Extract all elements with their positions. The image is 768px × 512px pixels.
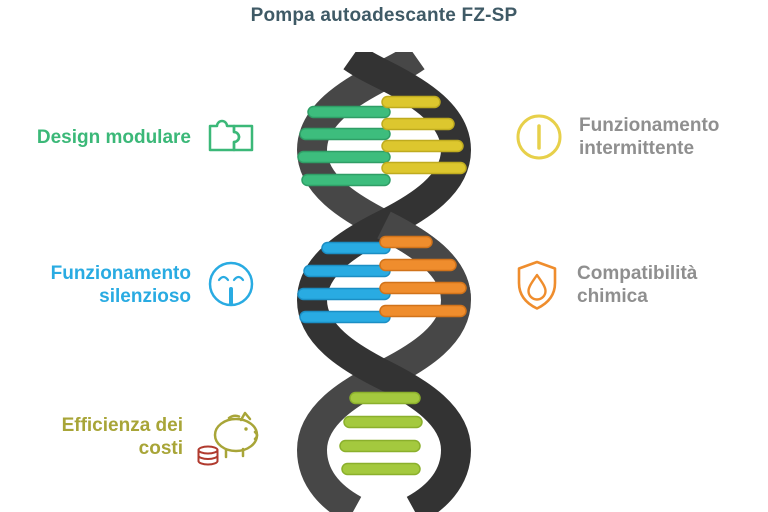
rung-group-bottom-center: [339, 391, 423, 476]
feature-funzionamento-silenzioso: Funzionamento silenzioso: [31, 251, 258, 319]
dna-helix-illustration: [296, 52, 472, 512]
piggy-bank-coins-icon: [197, 411, 259, 466]
puzzle-icon: [208, 119, 254, 152]
rung-group-top-right: [381, 95, 467, 175]
dna-strand-front: [296, 52, 472, 512]
feature-compatibilita-chimica: Compatibilità chimica: [510, 251, 727, 319]
chemical-shield-droplet-icon: [517, 260, 557, 310]
rung-group-middle-right: [379, 235, 467, 318]
feature-label: Funzionamento silenzioso: [50, 263, 191, 307]
feature-label: Compatibilità chimica: [577, 263, 698, 307]
feature-funzionamento-intermittente: Funzionamento intermittente: [512, 103, 729, 171]
feature-label: Efficienza dei costi: [61, 415, 183, 459]
feature-efficienza-dei-costi: Efficienza dei costi: [43, 403, 262, 471]
page-title: Pompa autoadescante FZ-SP: [250, 5, 518, 26]
rung-group-top-left: [297, 105, 391, 187]
rung-group-middle-left: [297, 241, 391, 324]
feature-label: Design modulare: [36, 126, 191, 148]
quiet-face-icon: [208, 261, 254, 307]
feature-label: Funzionamento intermittente: [579, 115, 720, 159]
intermittent-circle-icon: [516, 114, 562, 160]
feature-design-modulare: Design modulare: [37, 103, 258, 171]
